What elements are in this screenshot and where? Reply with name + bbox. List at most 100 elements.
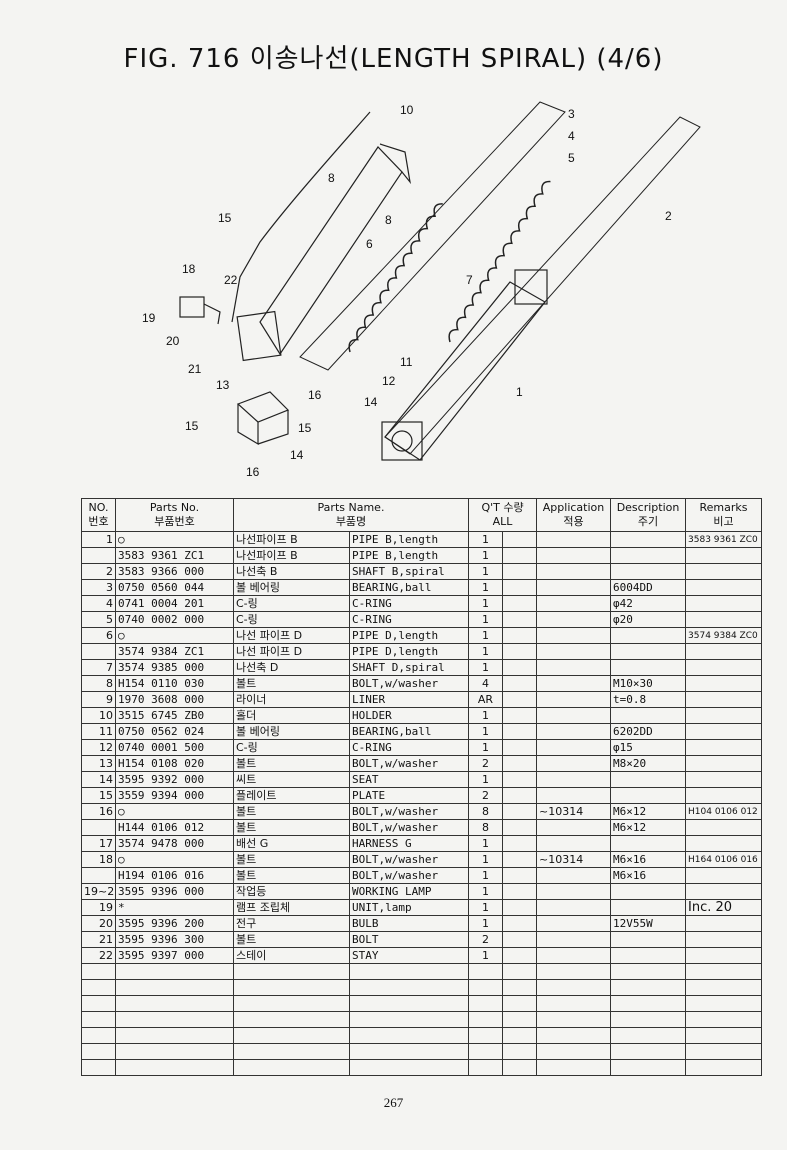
row-application <box>536 835 612 852</box>
row-name-en: BOLT,w/washer <box>349 819 469 836</box>
row-name-ko: 볼트 <box>233 819 350 836</box>
row-application <box>536 963 612 980</box>
row-qty: 1 <box>468 883 503 900</box>
callout-6: 6 <box>366 237 373 251</box>
row-name-ko: 볼트 <box>233 803 350 820</box>
row-name-en: BULB <box>349 915 469 932</box>
row-no: 19~21 <box>81 883 116 900</box>
row-application <box>536 595 612 612</box>
row-part-no: H154 0108 020 <box>115 755 234 772</box>
row-description: M6×12 <box>610 819 687 836</box>
row-name-ko: 볼 베어링 <box>233 723 350 740</box>
row-description <box>610 707 687 724</box>
row-remarks <box>685 579 763 596</box>
row-name-ko <box>233 1043 350 1060</box>
row-part-no: ○ <box>115 627 234 644</box>
row-part-no: 3595 9396 200 <box>115 915 234 932</box>
row-part-no: 0750 0560 044 <box>115 579 234 596</box>
row-name-ko: 라이너 <box>233 691 350 708</box>
row-description <box>610 931 687 948</box>
row-qty-extra <box>501 707 538 724</box>
row-no <box>81 1027 116 1044</box>
row-name-en: PLATE <box>349 787 469 804</box>
callout-18: 18 <box>182 262 196 276</box>
row-qty-extra <box>501 755 538 772</box>
row-no: 3 <box>81 579 116 596</box>
row-name-en: BEARING,ball <box>349 723 469 740</box>
row-name-ko <box>233 1059 350 1076</box>
row-application <box>536 739 612 756</box>
row-name-en: UNIT,lamp <box>349 899 469 916</box>
row-qty-extra <box>501 579 538 596</box>
row-part-no: 0750 0562 024 <box>115 723 234 740</box>
row-description <box>610 1027 687 1044</box>
row-qty-extra <box>501 563 538 580</box>
row-qty-extra <box>501 611 538 628</box>
row-name-en: SEAT <box>349 771 469 788</box>
row-remarks: Inc. 20 <box>685 899 763 916</box>
row-name-ko: 볼트 <box>233 755 350 772</box>
row-qty-extra <box>501 1027 538 1044</box>
row-remarks <box>685 771 763 788</box>
row-application <box>536 883 612 900</box>
row-application <box>536 547 612 564</box>
row-qty: 1 <box>468 867 503 884</box>
table-row <box>81 1011 763 1028</box>
row-remarks <box>685 595 763 612</box>
row-name-ko: C-링 <box>233 739 350 756</box>
row-no <box>81 979 116 996</box>
row-part-no: ○ <box>115 531 234 548</box>
row-description <box>610 947 687 964</box>
row-application <box>536 723 612 740</box>
row-no <box>81 1011 116 1028</box>
callout-10: 11 <box>400 355 413 369</box>
row-qty-extra <box>501 723 538 740</box>
row-qty-extra <box>501 819 538 836</box>
row-qty-extra <box>501 1011 538 1028</box>
row-qty: 1 <box>468 851 503 868</box>
row-qty-extra <box>501 931 538 948</box>
row-name-en: BOLT,w/washer <box>349 851 469 868</box>
row-qty-extra <box>501 915 538 932</box>
row-remarks <box>685 835 763 852</box>
parts-table: NO.번호 Parts No.부품번호 Parts Name.부품명 Q'T 수… <box>81 498 763 1076</box>
row-part-no: 0740 0002 000 <box>115 611 234 628</box>
row-qty-extra <box>501 659 538 676</box>
row-qty-extra <box>501 531 538 548</box>
callout-21: 21 <box>188 362 202 376</box>
row-name-ko <box>233 963 350 980</box>
row-name-ko: 홀더 <box>233 707 350 724</box>
parts-table-header: NO.번호 Parts No.부품번호 Parts Name.부품명 Q'T 수… <box>81 498 763 532</box>
row-qty-extra <box>501 883 538 900</box>
row-no <box>81 547 116 564</box>
row-part-no: 3515 6745 ZB0 <box>115 707 234 724</box>
row-no <box>81 1059 116 1076</box>
row-application <box>536 579 612 596</box>
row-part-no: 3595 9396 000 <box>115 883 234 900</box>
callout-2: 2 <box>665 209 672 223</box>
row-name-ko <box>233 979 350 996</box>
row-description: 6202DD <box>610 723 687 740</box>
row-qty: 8 <box>468 819 503 836</box>
row-qty: 1 <box>468 531 503 548</box>
row-qty <box>468 1027 503 1044</box>
callout-8b: 8 <box>385 213 392 227</box>
row-description <box>610 899 687 916</box>
row-qty-extra <box>501 595 538 612</box>
row-qty <box>468 979 503 996</box>
row-remarks <box>685 643 763 660</box>
row-qty-extra <box>501 947 538 964</box>
row-qty: 2 <box>468 787 503 804</box>
row-name-ko: 나선축 B <box>233 563 350 580</box>
row-name-en: BOLT,w/washer <box>349 867 469 884</box>
row-description <box>610 995 687 1012</box>
